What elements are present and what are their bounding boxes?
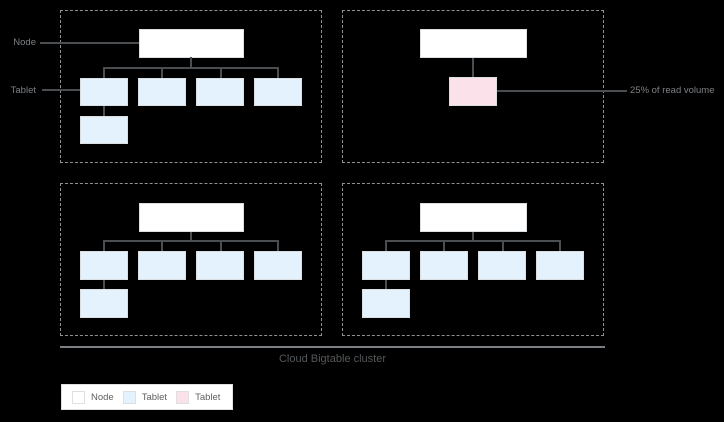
connector-line <box>103 106 105 116</box>
connector-line <box>277 242 279 251</box>
tablet-box <box>138 251 186 280</box>
read-volume-label: 25% of read volume <box>630 85 715 96</box>
tablet-box <box>80 251 128 280</box>
legend-item-node: Node <box>72 390 114 404</box>
tablet-box <box>362 289 410 318</box>
tablet-box <box>420 251 468 280</box>
connector-line <box>472 58 474 77</box>
legend-item-label: Node <box>91 391 114 403</box>
connector-line <box>161 68 163 78</box>
tablet-callout-label: Tablet <box>10 85 36 96</box>
connector-line <box>385 280 387 289</box>
tablet-swatch <box>122 390 136 404</box>
connector-line <box>103 240 279 242</box>
connector-line <box>161 242 163 251</box>
legend-item-label: Tablet <box>141 391 168 403</box>
leader-line <box>40 42 139 44</box>
tablet-box <box>138 78 186 106</box>
hot-tablet-box <box>449 77 497 106</box>
node-box <box>420 29 527 58</box>
legend: Node Tablet Tablet <box>61 384 233 410</box>
node-swatch <box>72 390 85 404</box>
connector-line <box>220 242 222 251</box>
tablet-box <box>80 289 128 318</box>
tablet-box <box>536 251 584 280</box>
tablet-box <box>196 251 244 280</box>
connector-line <box>103 68 105 78</box>
tablet-box <box>478 251 526 280</box>
connector-line <box>103 242 105 251</box>
leader-line <box>42 89 80 91</box>
connector-line <box>472 232 474 241</box>
tablet-box <box>80 116 128 144</box>
node-group-bottom-left <box>60 183 322 336</box>
node-group-top-right <box>342 10 604 163</box>
node-callout-label: Node <box>13 37 36 48</box>
node-group-top-left <box>60 10 322 163</box>
connector-line <box>103 280 105 289</box>
tablet-box <box>196 78 244 106</box>
legend-item-label: Tablet <box>195 391 221 403</box>
connector-line <box>220 68 222 78</box>
tablet-box <box>362 251 410 280</box>
node-box <box>139 29 244 58</box>
cluster-divider <box>60 346 605 348</box>
node-box <box>139 203 244 232</box>
node-group-bottom-right <box>342 183 604 336</box>
cluster-label: Cloud Bigtable cluster <box>278 353 386 365</box>
connector-line <box>103 67 279 69</box>
node-box <box>420 203 527 232</box>
connector-line <box>190 232 192 241</box>
connector-line <box>190 57 192 68</box>
tablet-box <box>254 251 302 280</box>
connector-line <box>559 242 561 251</box>
connector-line <box>385 240 561 242</box>
legend-item-hot-tablet: Tablet <box>176 390 221 404</box>
connector-line <box>277 68 279 78</box>
connector-line <box>385 242 387 251</box>
legend-item-tablet: Tablet <box>122 390 168 404</box>
tablet-box <box>254 78 302 106</box>
hot-tablet-swatch <box>176 390 190 404</box>
connector-line <box>443 242 445 251</box>
leader-line <box>497 90 627 92</box>
tablet-box <box>80 78 128 106</box>
connector-line <box>502 242 504 251</box>
